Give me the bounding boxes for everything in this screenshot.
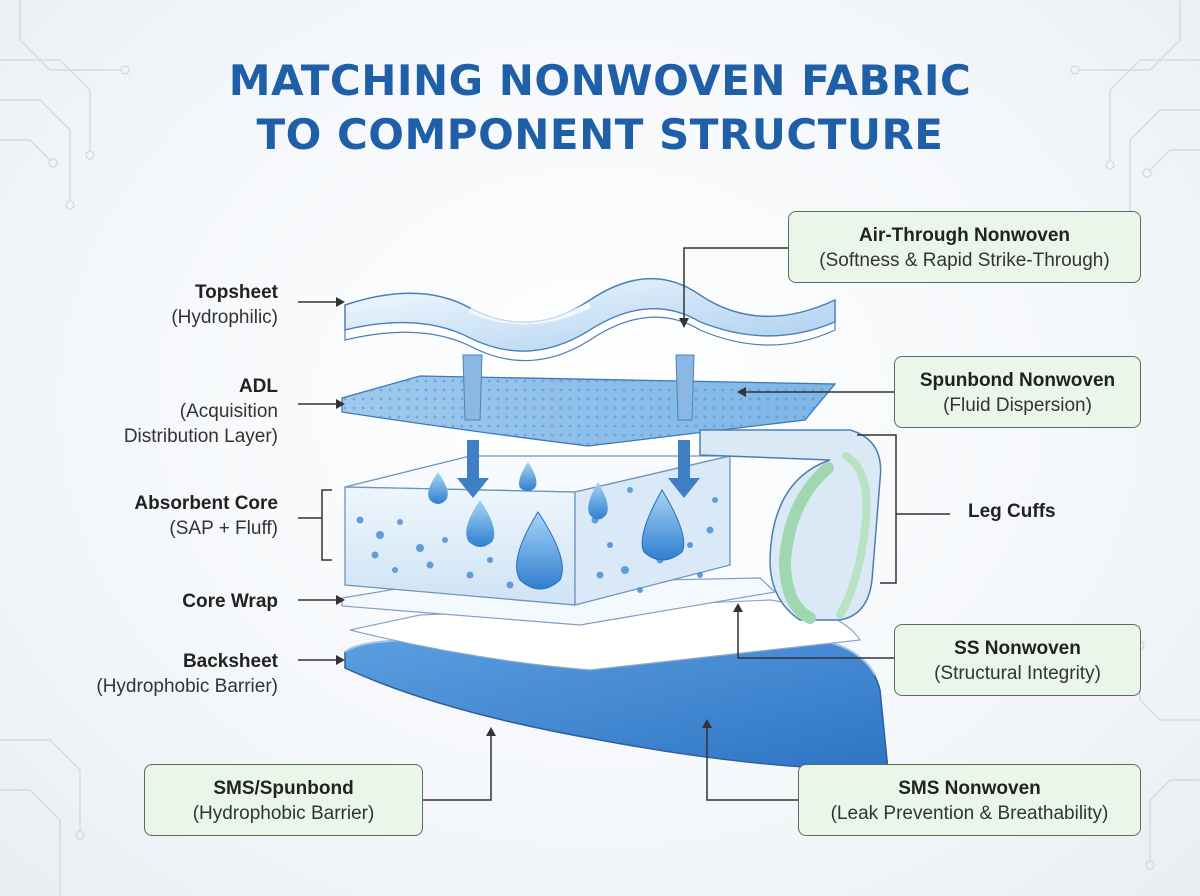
label-leg-cuffs: Leg Cuffs (968, 501, 1056, 522)
box-spunbond: Spunbond Nonwoven (Fluid Dispersion) (894, 356, 1141, 428)
leader-sms (706, 728, 798, 801)
title-line-2: TO COMPONENT STRUCTURE (256, 110, 944, 159)
absorbent-core-block (344, 455, 731, 606)
label-core-sub: (SAP + Fluff) (169, 518, 278, 539)
box-air-through-name: Air-Through Nonwoven (858, 225, 1071, 246)
label-backsheet: Backsheet (Hydrophobic Barrier) (96, 649, 278, 699)
label-backsheet-sub: (Hydrophobic Barrier) (96, 676, 278, 697)
label-adl: ADL (Acquisition Distribution Layer) (124, 374, 278, 449)
title-line-1: MATCHING NONWOVEN FABRIC (228, 56, 972, 105)
label-core-wrap-name: Core Wrap (182, 591, 278, 612)
label-core-wrap: Core Wrap (182, 589, 278, 614)
label-adl-name: ADL (238, 376, 278, 397)
leader-air-through (683, 247, 788, 318)
box-ss-sub: (Structural Integrity) (934, 663, 1101, 684)
box-sms-spunbond-sub: (Hydrophobic Barrier) (192, 803, 375, 824)
box-air-through-sub: (Softness & Rapid Strike-Through) (819, 250, 1110, 271)
box-spunbond-name: Spunbond Nonwoven (919, 370, 1116, 391)
flow-arrows (457, 440, 700, 498)
label-backsheet-name: Backsheet (182, 651, 278, 672)
box-sms-spunbond-name: SMS/Spunbond (213, 778, 354, 799)
box-sms-name: SMS Nonwoven (898, 778, 1041, 799)
label-topsheet-sub: (Hydrophilic) (171, 307, 278, 328)
label-adl-sub-2: Distribution Layer) (123, 426, 278, 447)
box-spunbond-sub: (Fluid Dispersion) (943, 395, 1092, 416)
label-core-name: Absorbent Core (134, 493, 278, 514)
leader-ss (737, 612, 894, 659)
box-sms: SMS Nonwoven (Leak Prevention & Breathab… (798, 764, 1141, 836)
topsheet-adl-posts (462, 354, 695, 421)
label-topsheet: Topsheet (Hydrophilic) (171, 280, 278, 330)
box-ss-name: SS Nonwoven (954, 638, 1081, 659)
box-sms-spunbond: SMS/Spunbond (Hydrophobic Barrier) (144, 764, 423, 836)
leader-sms-spunbond (423, 736, 492, 801)
page-title: MATCHING NONWOVEN FABRIC TO COMPONENT ST… (0, 54, 1200, 162)
leg-cuffs (699, 429, 882, 624)
box-sms-sub: (Leak Prevention & Breathability) (830, 803, 1109, 824)
box-ss: SS Nonwoven (Structural Integrity) (894, 624, 1141, 696)
leader-core-bracket (321, 489, 332, 561)
box-air-through: Air-Through Nonwoven (Softness & Rapid S… (788, 211, 1141, 283)
label-adl-sub-1: (Acquisition (179, 401, 278, 422)
leader-leg-cuffs-bracket (857, 434, 897, 584)
label-topsheet-name: Topsheet (194, 282, 278, 303)
label-absorbent-core: Absorbent Core (SAP + Fluff) (134, 491, 278, 541)
